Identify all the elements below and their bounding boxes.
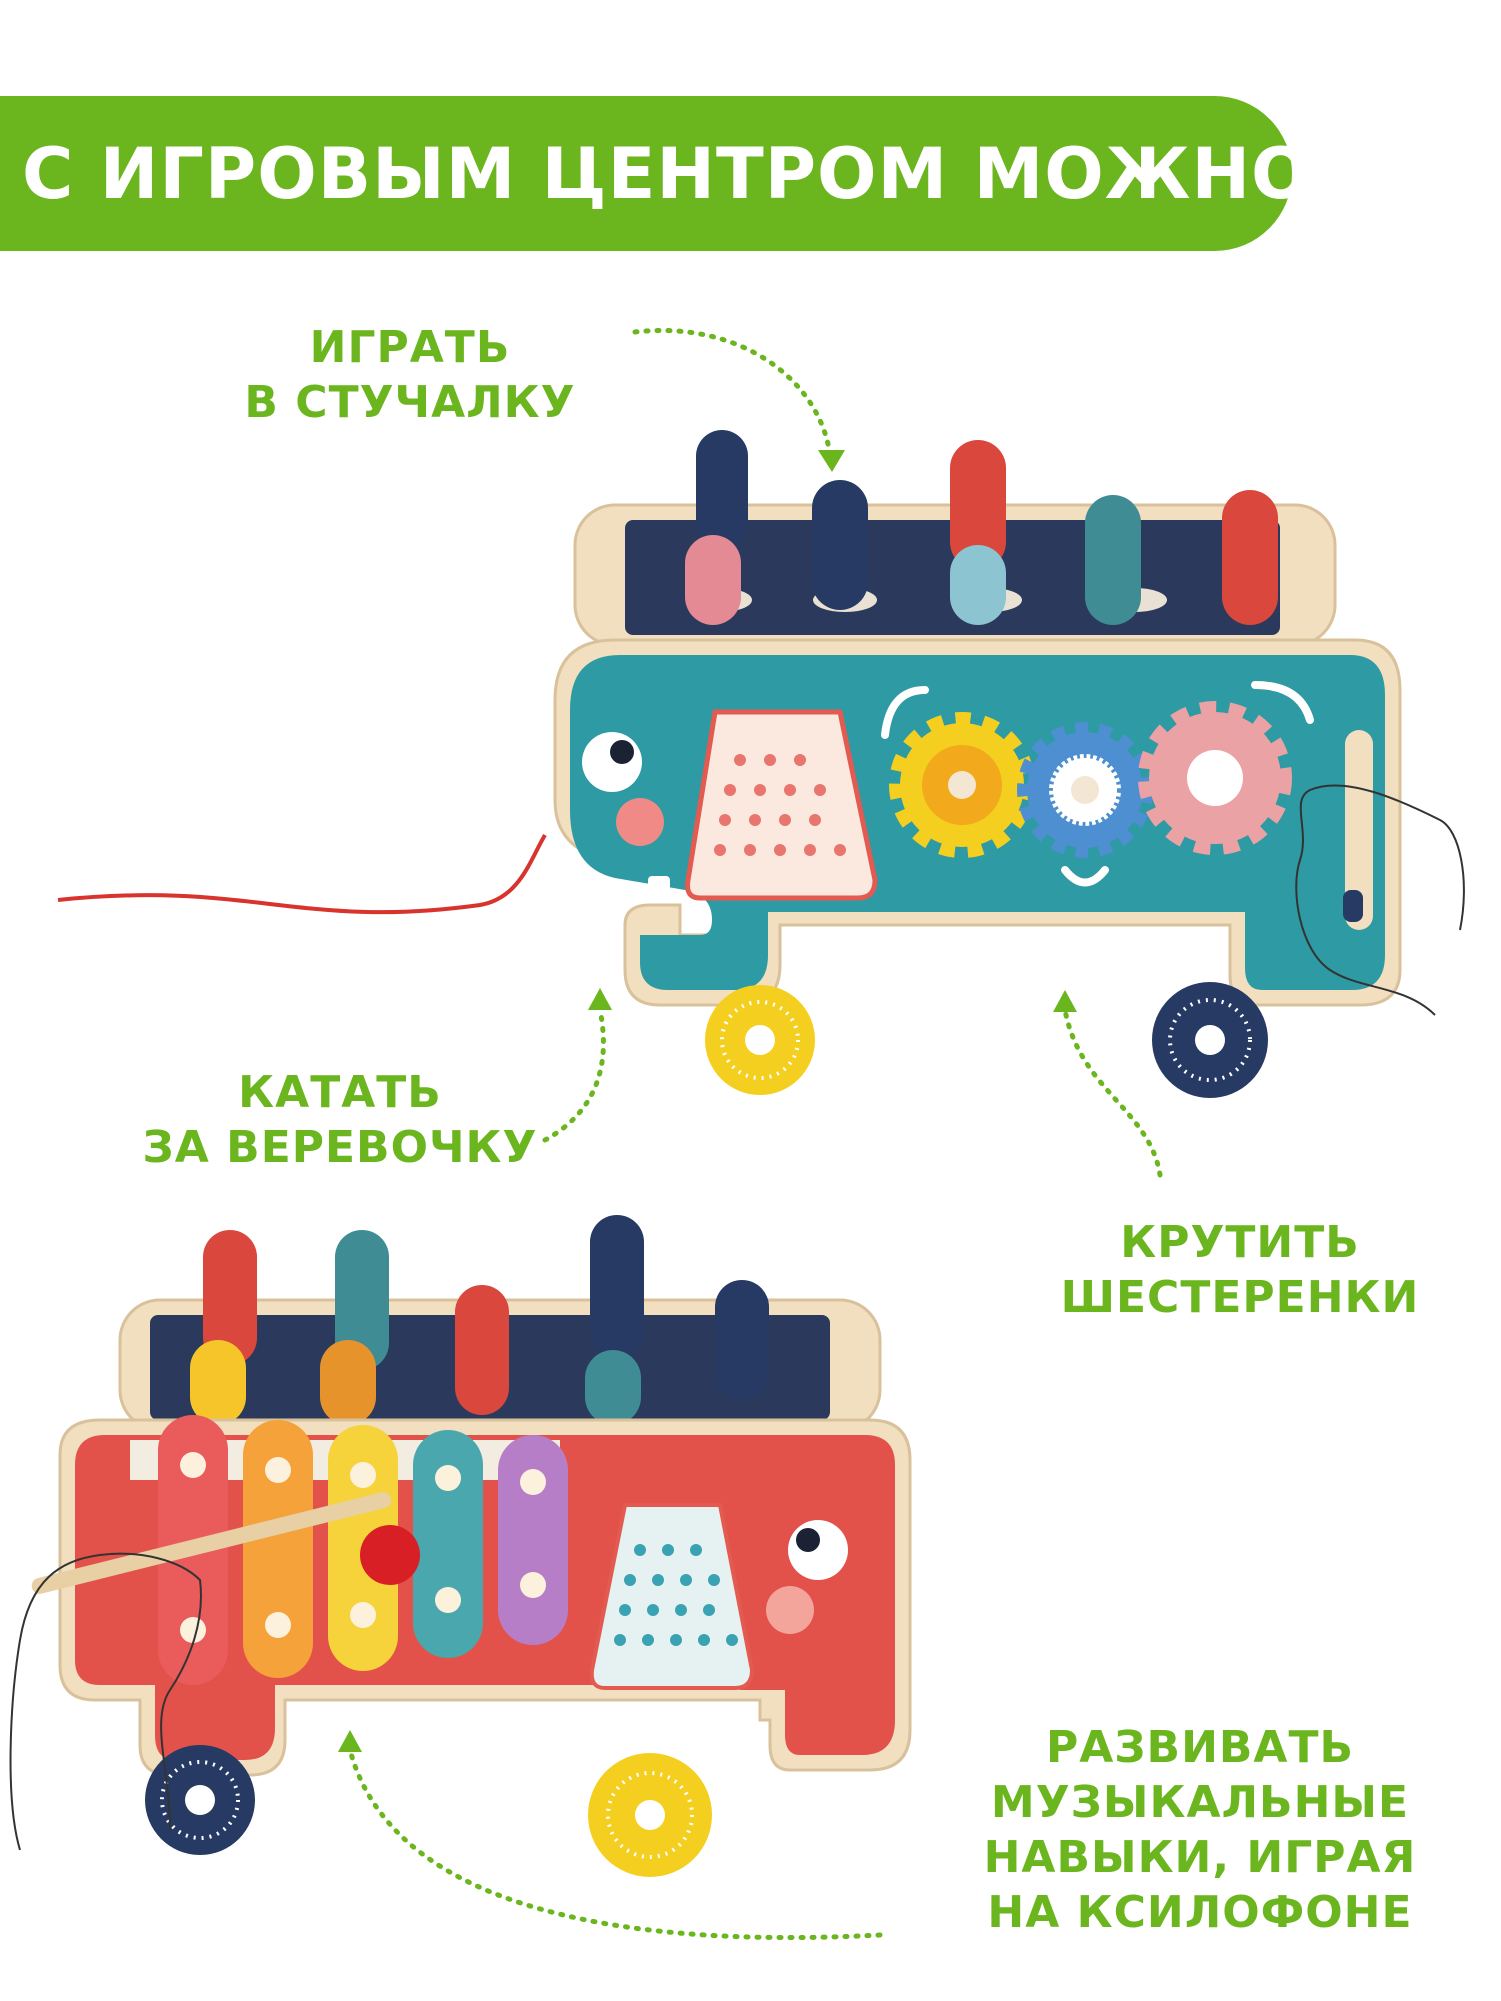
pull-string <box>57 833 547 915</box>
banner-title: С ИГРОВЫМ ЦЕНТРОМ МОЖНО: <box>22 132 1341 215</box>
gear-blue <box>1017 722 1153 858</box>
arrowhead-gears <box>1053 990 1077 1012</box>
gear-yellow <box>889 712 1035 858</box>
gear-pink <box>1138 701 1292 855</box>
arrow-gears <box>1062 1007 1163 1178</box>
hand-outline-top <box>1295 784 1465 1016</box>
arrow-xylophone <box>347 1747 883 1941</box>
mallet-head <box>360 1525 420 1585</box>
feature-pull: КАТАТЬ ЗА ВЕРЕВОЧКУ <box>142 1067 538 1173</box>
teal-elephant-toy <box>553 430 1465 1098</box>
elephant-ear <box>685 709 878 901</box>
feature-xylophone: РАЗВИВАТЬ МУЗЫКАЛЬНЫЕ НАВЫКИ, ИГРАЯ НА К… <box>983 1722 1417 1938</box>
feature-gears: КРУТИТЬ ШЕСТЕРЕНКИ <box>1060 1217 1420 1323</box>
elephant-eye <box>582 732 642 792</box>
hand-outline-bottom <box>9 1552 202 1851</box>
arrow-pull <box>542 1007 606 1143</box>
arrowhead-hammer <box>818 450 845 472</box>
feature-hammer: ИГРАТЬ В СТУЧАЛКУ <box>244 322 576 428</box>
mallet-stick <box>31 1492 392 1594</box>
red-elephant-toy <box>9 1215 912 1877</box>
arrowhead-pull <box>588 988 612 1010</box>
header-banner: С ИГРОВЫМ ЦЕНТРОМ МОЖНО: <box>0 96 1340 251</box>
red-elephant-ear <box>589 1503 755 1690</box>
arrowhead-xylophone <box>338 1730 362 1752</box>
